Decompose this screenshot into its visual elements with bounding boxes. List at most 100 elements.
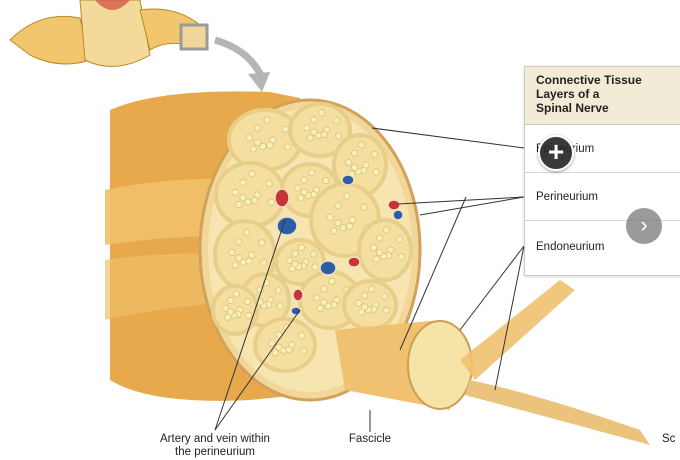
axon-dot xyxy=(291,260,299,268)
axon-dot xyxy=(239,258,247,266)
plus-icon: + xyxy=(547,136,565,167)
axon-dot xyxy=(243,228,251,237)
axon-dot xyxy=(254,138,262,147)
axon-dot xyxy=(281,125,289,133)
axon-dot xyxy=(345,159,353,167)
axon-dot xyxy=(357,141,366,149)
axon-dot xyxy=(372,168,380,176)
axon-dot xyxy=(254,124,262,132)
axon-dot xyxy=(297,194,305,202)
fascicle-blob xyxy=(211,284,259,336)
axon-dot xyxy=(268,339,276,347)
artery-vessel xyxy=(274,188,290,208)
axon-dot xyxy=(253,191,262,199)
axon-dot xyxy=(300,176,308,184)
axon-dot xyxy=(320,285,328,293)
axon-dot xyxy=(382,306,390,315)
axon-dot xyxy=(303,124,311,132)
axon-dot xyxy=(239,178,247,186)
axon-dot xyxy=(361,291,369,300)
axon-dot xyxy=(313,294,321,302)
axon-dot xyxy=(333,117,341,125)
artery-vein-label: Artery and vein within the perineurium xyxy=(160,433,270,458)
axon-dot xyxy=(306,134,314,142)
axon-dot xyxy=(330,227,338,235)
axon-dot xyxy=(285,345,293,354)
axon-dot xyxy=(294,184,302,192)
axon-dot xyxy=(316,304,324,313)
axon-dot xyxy=(320,130,328,139)
vein-vessel xyxy=(341,174,355,186)
axon-dot xyxy=(275,343,283,351)
axon-dot xyxy=(297,243,305,251)
axon-dot xyxy=(265,179,273,188)
axon-dot xyxy=(291,249,299,257)
zoom-arrow xyxy=(213,36,266,80)
partial-label: Sc xyxy=(662,433,676,445)
axon-dot xyxy=(228,248,236,256)
vessel-group xyxy=(274,174,404,316)
axon-dot xyxy=(345,222,354,230)
axon-dot xyxy=(382,226,391,234)
axon-dot xyxy=(235,237,243,246)
artery-vessel xyxy=(292,288,304,302)
axon-dot xyxy=(245,134,253,142)
legend-title: Connective Tissue Layers of a Spinal Ner… xyxy=(525,67,680,125)
axon-dot xyxy=(351,149,359,157)
axon-dot xyxy=(348,216,357,224)
axon-dot xyxy=(318,109,326,117)
axon-dot xyxy=(397,253,405,261)
vein-vessel xyxy=(392,209,404,221)
axon-dot xyxy=(260,259,268,267)
axon-dot xyxy=(235,201,243,209)
axon-dot xyxy=(285,256,294,264)
axon-dot xyxy=(335,132,343,140)
axon-dot xyxy=(334,219,342,227)
axon-dot xyxy=(396,235,404,243)
axon-dot xyxy=(322,177,330,185)
axon-dot xyxy=(239,194,247,202)
axon-dot xyxy=(231,188,239,197)
vein-vessel xyxy=(276,216,298,236)
axon-dot xyxy=(271,349,279,357)
axon-dot xyxy=(328,277,336,286)
axon-dot xyxy=(250,197,259,205)
axon-dot xyxy=(300,347,308,355)
axon-dot xyxy=(310,116,318,124)
zoom-plus-button[interactable]: + xyxy=(538,135,574,171)
zoom-arrowhead xyxy=(248,72,270,92)
fascicle-blob xyxy=(288,102,352,158)
axon-dot xyxy=(244,198,252,206)
axon-dot xyxy=(361,303,369,311)
axon-dot xyxy=(372,255,381,263)
axon-dot xyxy=(248,251,256,259)
leader-lines xyxy=(214,127,525,432)
fascicle-group xyxy=(211,102,413,373)
zoom-region-marker xyxy=(179,23,209,51)
axon-dot xyxy=(309,250,318,258)
legend-item-endoneurium[interactable]: Endoneurium xyxy=(536,241,605,253)
axon-dot xyxy=(263,116,271,124)
axon-dot xyxy=(320,298,328,306)
axon-dot xyxy=(339,224,347,232)
axon-dot xyxy=(259,142,267,151)
fascicle-label: Fascicle xyxy=(348,433,392,445)
axon-dot xyxy=(298,332,306,340)
axon-dot xyxy=(311,263,319,271)
axon-dot xyxy=(226,308,235,316)
next-slide-button[interactable]: › xyxy=(626,208,662,244)
axon-dot xyxy=(367,285,376,293)
fascicle-blob xyxy=(253,317,317,373)
axon-dot xyxy=(334,202,342,210)
legend-item-perineurium[interactable]: Perineurium xyxy=(525,173,680,221)
axon-dot xyxy=(248,170,256,178)
legend-panel: Connective Tissue Layers of a Spinal Ner… xyxy=(524,66,680,276)
axon-dot xyxy=(226,296,235,305)
axon-dot xyxy=(276,302,284,310)
axon-dot xyxy=(221,304,229,312)
axon-dot xyxy=(269,136,277,144)
axon-dot xyxy=(371,150,379,158)
axon-dot xyxy=(245,257,253,265)
